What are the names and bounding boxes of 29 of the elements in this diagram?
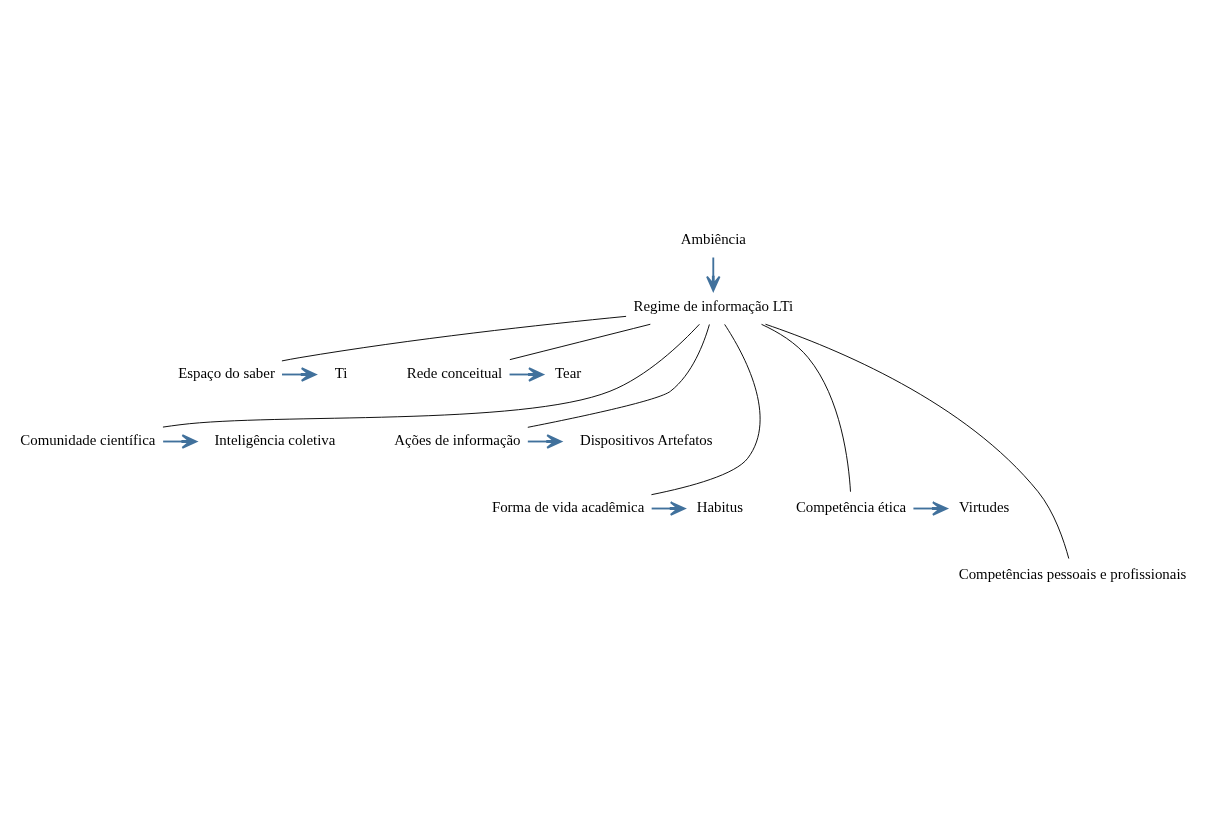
node-text: Competência ética: [795, 499, 907, 516]
node-text: Regime de informação LTi: [633, 298, 794, 315]
node-text: Forma de vida acadêmica: [491, 499, 645, 516]
node-text: Inteligência coletiva: [214, 432, 336, 449]
node-text: Ações de informação: [394, 432, 521, 449]
connector: [761, 323, 851, 493]
node-text: Dispositivos Artefatos: [579, 432, 713, 449]
node-text: Comunidade científica: [20, 432, 156, 449]
node-text: Competências pessoais e profissionais: [958, 566, 1187, 583]
connector: [162, 323, 700, 428]
connector: [765, 323, 1070, 559]
arrow: [912, 501, 948, 516]
node-text: Espaço do saber: [178, 365, 275, 382]
connector: [650, 323, 761, 496]
node-text: Virtudes: [958, 499, 1010, 516]
arrow: [162, 434, 198, 449]
node-text: Rede conceitual: [406, 365, 503, 382]
connector: [527, 324, 710, 428]
node-text: Ambiência: [680, 231, 746, 248]
arrow: [650, 501, 686, 516]
arrow: [526, 434, 563, 449]
node-text: Tear: [554, 365, 582, 382]
connector: [509, 323, 651, 361]
arrow: [508, 367, 544, 382]
arrow: [281, 367, 317, 382]
connector: [281, 315, 627, 362]
node-text: Ti: [334, 365, 348, 382]
node-text: Habitus: [696, 499, 743, 516]
arrow: [706, 256, 721, 292]
